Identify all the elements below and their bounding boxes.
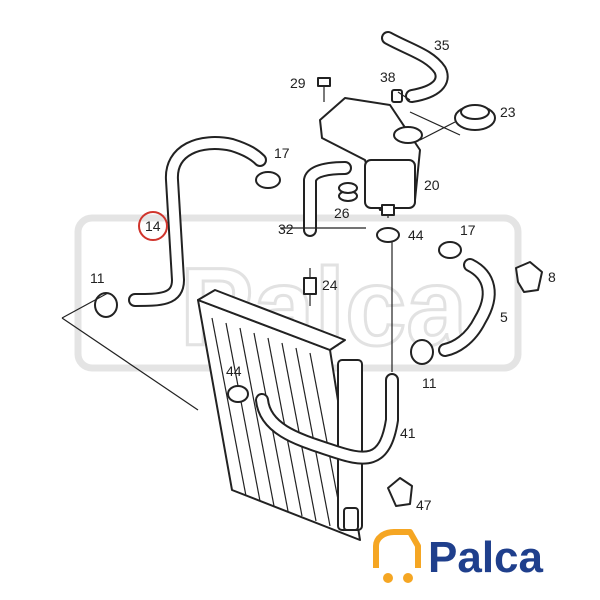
label-20: 20 bbox=[424, 177, 440, 193]
lower-hose-41 bbox=[255, 373, 399, 465]
bolt bbox=[317, 77, 331, 102]
clamp-17-top bbox=[255, 171, 281, 189]
clamp-44-top bbox=[376, 227, 400, 243]
leader-lines bbox=[61, 91, 461, 411]
label-47: 47 bbox=[416, 497, 432, 513]
label-8: 8 bbox=[548, 269, 556, 285]
radiator-cap bbox=[454, 104, 496, 131]
label-26: 26 bbox=[334, 205, 350, 221]
overflow-hose bbox=[381, 31, 449, 103]
part-labels: 35 29 38 23 17 20 26 32 44 14 17 11 24 8… bbox=[90, 37, 556, 513]
highlight-circle bbox=[138, 211, 168, 241]
sensor bbox=[303, 268, 317, 306]
seal bbox=[338, 182, 358, 202]
lower-hose-5 bbox=[438, 258, 496, 357]
expansion-tank bbox=[319, 97, 423, 218]
clip-47 bbox=[387, 477, 413, 507]
logo-text: Palca bbox=[428, 533, 544, 582]
label-29: 29 bbox=[290, 75, 306, 91]
clamp-11-left bbox=[94, 292, 118, 318]
clip-38 bbox=[391, 89, 403, 103]
clamp-17-right bbox=[438, 241, 462, 259]
label-11-left: 11 bbox=[90, 270, 105, 286]
label-44-left: 44 bbox=[226, 363, 242, 379]
label-38: 38 bbox=[380, 69, 396, 85]
upper-radiator-hose bbox=[128, 136, 267, 307]
clamp-11-right bbox=[410, 339, 434, 365]
label-17-right: 17 bbox=[460, 222, 476, 238]
label-14: 14 bbox=[145, 218, 161, 234]
bracket bbox=[515, 261, 543, 293]
small-hose bbox=[303, 161, 352, 237]
label-35: 35 bbox=[434, 37, 450, 53]
label-11-right: 11 bbox=[422, 375, 437, 391]
label-24: 24 bbox=[322, 277, 338, 293]
car-icon bbox=[373, 529, 421, 568]
palca-logo: Palca bbox=[368, 522, 578, 592]
label-32: 32 bbox=[278, 221, 294, 237]
label-44-top: 44 bbox=[408, 227, 424, 243]
label-23: 23 bbox=[500, 104, 516, 120]
label-17-top: 17 bbox=[274, 145, 290, 161]
clamp-44-left bbox=[227, 385, 249, 403]
label-5: 5 bbox=[500, 309, 508, 325]
label-41: 41 bbox=[400, 425, 416, 441]
